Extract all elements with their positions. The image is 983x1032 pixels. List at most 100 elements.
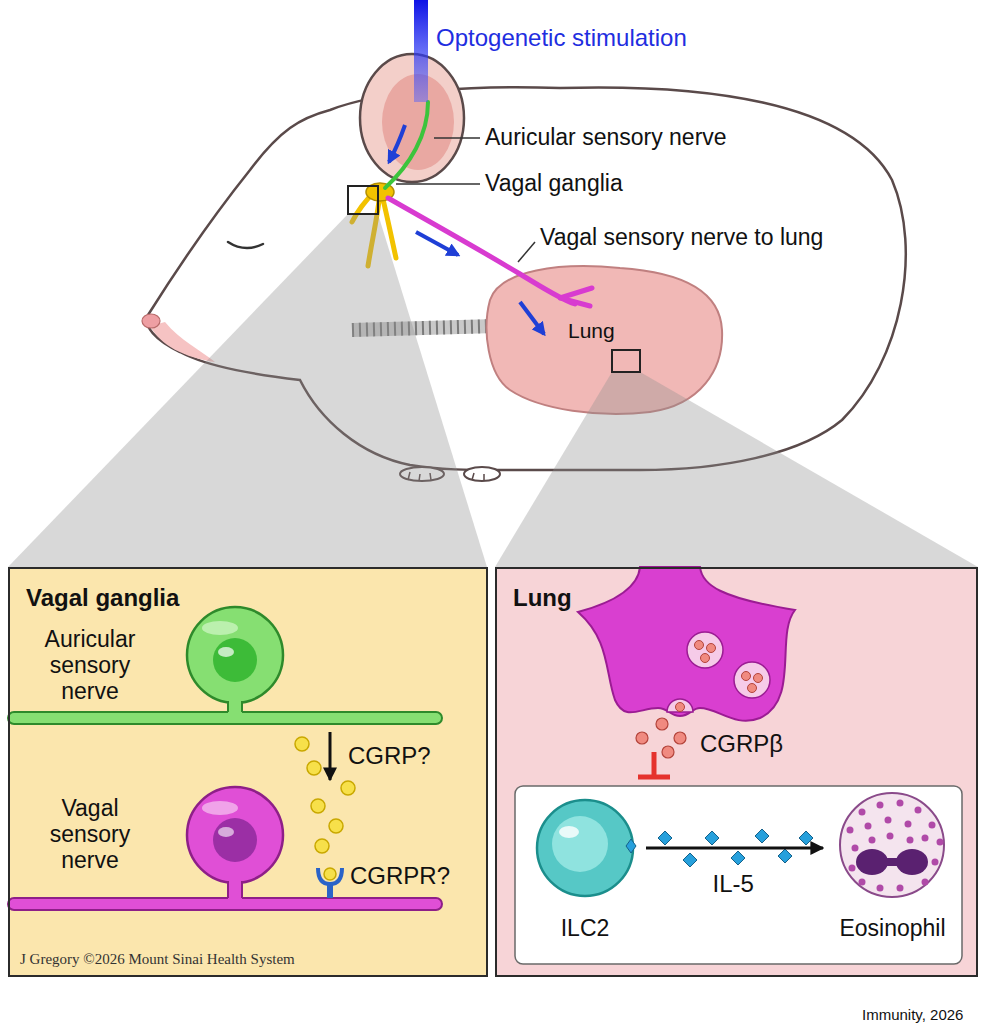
eosinophil-cell	[915, 807, 922, 814]
eosinophil-cell	[856, 849, 888, 875]
edge-label: CGRP?	[348, 742, 431, 771]
mouse-body	[400, 467, 444, 481]
eosinophil-cell	[922, 879, 929, 886]
vagal-nerve	[388, 198, 592, 306]
annotation-label: Vagal ganglia	[485, 170, 623, 198]
cgrp-beta-dot	[748, 684, 757, 693]
panel-ground	[8, 567, 978, 977]
trachea	[352, 326, 496, 330]
nerve-terminal	[578, 567, 795, 721]
organ-label: Lung	[568, 318, 615, 343]
zoom-box	[348, 186, 640, 372]
auricular-neuron	[213, 638, 257, 682]
eosinophil-cell	[869, 837, 876, 844]
trachea	[352, 326, 496, 330]
eosinophil-cell	[937, 839, 944, 846]
eosinophil-cell	[840, 793, 944, 897]
eosinophil-cell	[877, 885, 884, 892]
signal-arrow	[389, 125, 544, 334]
eosinophil-cell	[929, 822, 936, 829]
cgrp-beta-dot	[656, 718, 668, 730]
eosinophil-cell	[859, 809, 866, 816]
nerve-terminal	[667, 699, 693, 712]
cell-box	[515, 786, 962, 964]
mouse-body	[147, 87, 906, 470]
il5-diamond	[778, 849, 792, 863]
annotation-label: Vagal sensory nerve to lung	[540, 224, 823, 252]
inhibition-symbol	[652, 752, 657, 776]
eosinophil-cell	[840, 793, 944, 897]
mouse-body	[408, 472, 484, 481]
zoom-funnel	[8, 214, 978, 567]
auricular-neuron	[8, 607, 442, 724]
auricular-nerve	[385, 102, 428, 188]
vagal-nerve	[388, 198, 592, 306]
edge-label: IL-5	[713, 870, 754, 899]
panel: Vagal gangliaAuricular sensory nerveVaga…	[8, 567, 488, 977]
panel-heading: Lung	[513, 585, 713, 612]
lung-organ	[487, 266, 722, 414]
credit-text: J Gregory ©2026 Mount Sinai Health Syste…	[20, 950, 295, 968]
cgrp-beta-dot	[754, 674, 763, 683]
auricular-neuron	[241, 701, 243, 712]
nerve-terminal	[578, 567, 795, 721]
eosinophil-cell	[897, 800, 904, 807]
vagal-neuron	[213, 818, 257, 862]
cgrp-beta-dot	[636, 732, 648, 744]
cell-label: ILC2	[530, 916, 640, 942]
zoom-funnel	[495, 372, 978, 567]
vagal-ganglion	[366, 183, 394, 201]
eosinophil-cell	[907, 837, 914, 844]
vagal-neuron	[228, 880, 242, 900]
eosinophil-cell	[897, 885, 904, 892]
nerve-terminal	[734, 662, 770, 698]
il5-diamond	[658, 831, 672, 845]
leader-line	[396, 138, 535, 262]
auricular-neuron	[202, 621, 238, 635]
eosinophil-cell	[932, 859, 939, 866]
il5-diamond	[755, 829, 769, 843]
molecule-label: CGRPR?	[350, 862, 450, 891]
eosinophil-cell	[877, 802, 884, 809]
nerve-terminal	[687, 632, 723, 668]
cgrp-beta-dot	[674, 732, 686, 744]
inhibition-symbol	[638, 775, 670, 780]
light-beam	[414, 0, 428, 102]
title-label: Optogenetic stimulation	[436, 24, 687, 53]
vagal-neuron	[8, 787, 442, 910]
eosinophil-cell	[847, 800, 944, 892]
mouse-body	[150, 322, 215, 362]
cgrp-dot	[315, 839, 329, 853]
panel-ground	[8, 567, 488, 977]
vagal-ganglion	[352, 183, 396, 266]
mouse-ear	[382, 74, 454, 170]
leader-line	[396, 183, 480, 185]
eosinophil-cell	[922, 835, 929, 842]
il5-diamond	[705, 831, 719, 845]
neuron-cell: Auricular sensory nerve	[20, 615, 460, 730]
eosinophil-cell	[859, 879, 866, 886]
signal-arrow	[389, 125, 405, 162]
cgrp-dot	[311, 799, 325, 813]
receptor-symbol	[318, 868, 342, 898]
molecule-label: CGRPβ	[700, 730, 783, 759]
panel-ground	[495, 567, 978, 977]
immune-cell: Eosinophil	[825, 790, 964, 950]
vagal-neuron	[227, 881, 229, 898]
cgrp-dot	[295, 737, 355, 880]
inhibition-symbol	[638, 752, 670, 777]
annotation-label: Auricular sensory nerve	[485, 124, 727, 152]
cell-label: Eosinophil	[825, 916, 960, 942]
vagal-neuron	[187, 787, 283, 883]
cgrp-beta-dot	[742, 672, 751, 681]
mouse-body	[228, 242, 263, 248]
eosinophil-cell	[849, 865, 856, 872]
zoom-funnel	[8, 214, 487, 567]
mouse-body	[142, 87, 906, 481]
panel-heading: Vagal ganglia	[26, 585, 326, 612]
auricular-nerve	[385, 102, 428, 188]
cell-label: Vagal sensory nerve	[20, 796, 160, 873]
